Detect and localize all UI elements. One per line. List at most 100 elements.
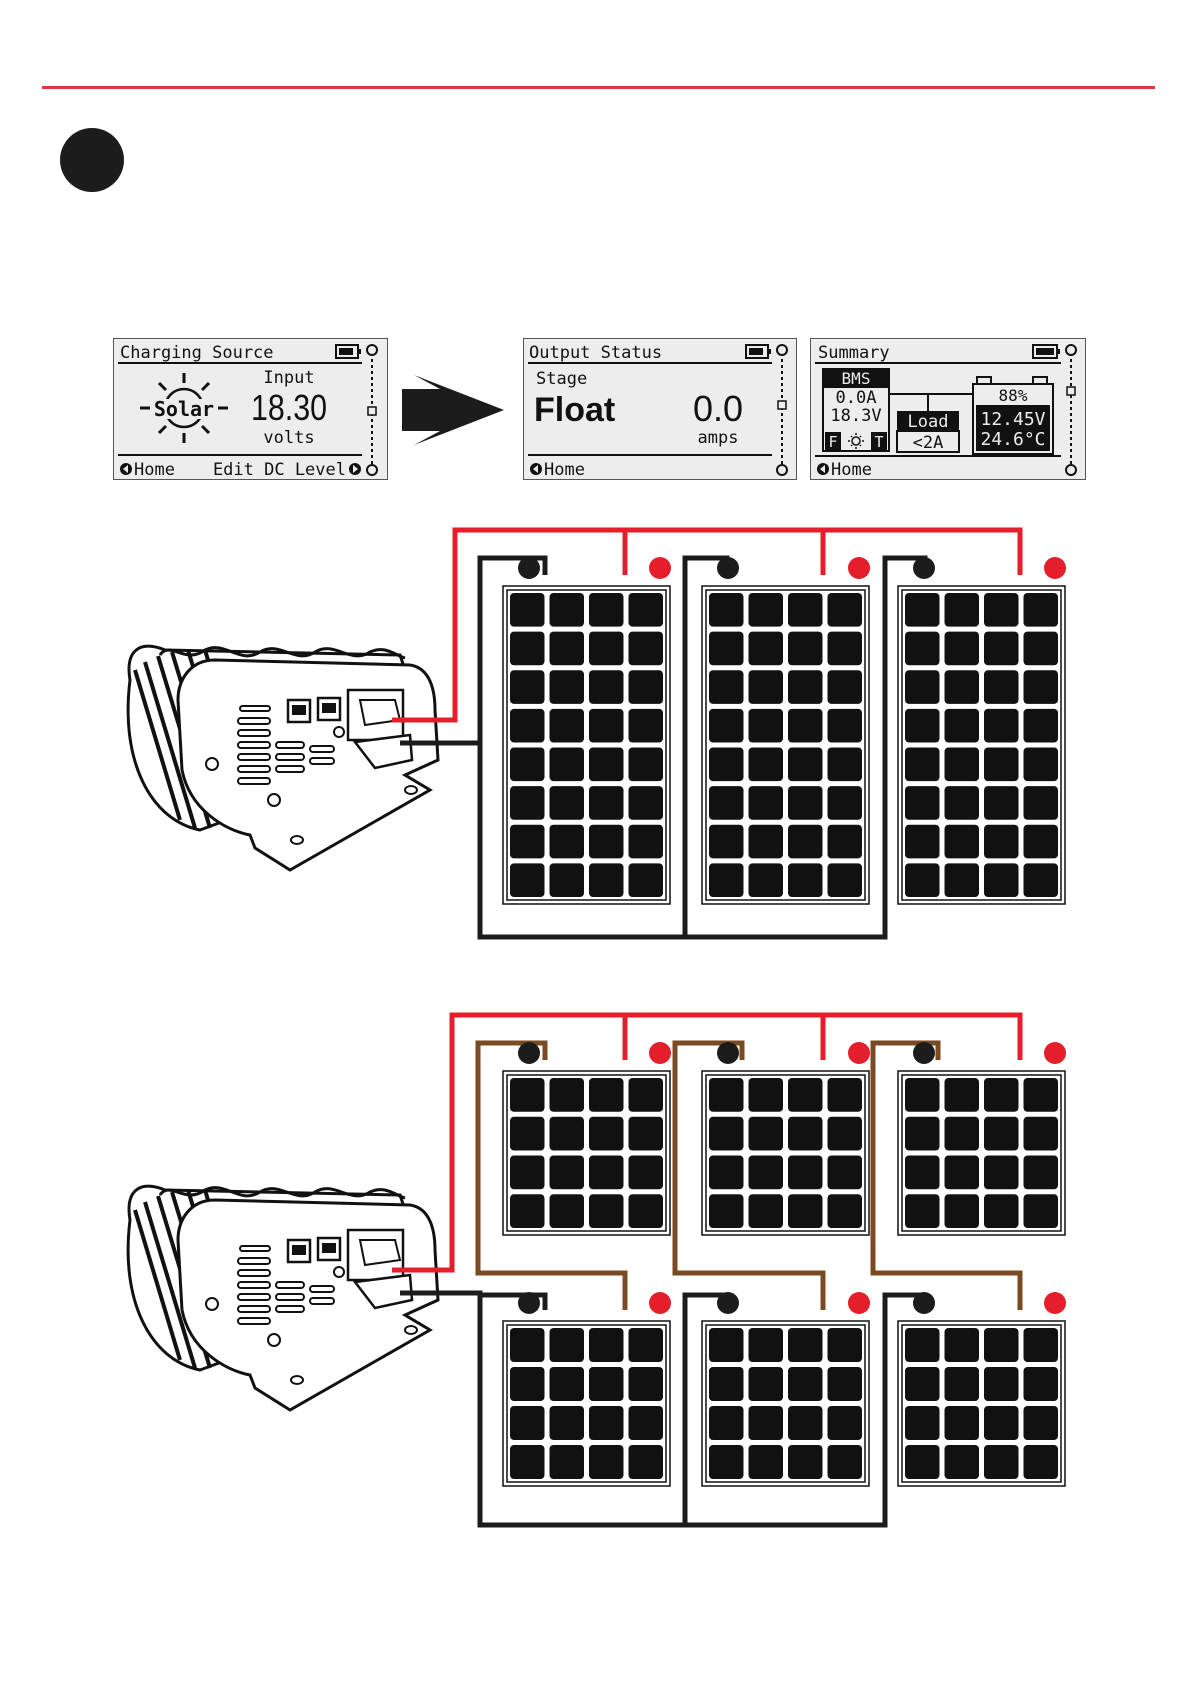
solar-cell	[945, 632, 980, 666]
solar-cell	[629, 1367, 664, 1401]
solar-cell	[1024, 593, 1059, 627]
solar-cell	[788, 670, 823, 704]
solar-cell	[945, 1328, 980, 1362]
solar-cell	[945, 825, 980, 859]
solar-cell	[1024, 1445, 1059, 1479]
solar-cell	[1024, 1156, 1059, 1190]
solar-cell	[709, 1194, 744, 1228]
solar-cell	[709, 786, 744, 820]
negative-terminal	[717, 557, 739, 579]
solar-cell	[550, 786, 585, 820]
solar-cell	[629, 748, 664, 782]
solar-cell	[550, 1445, 585, 1479]
solar-cell	[828, 786, 863, 820]
solar-cell	[1024, 1367, 1059, 1401]
solar-cell	[828, 1367, 863, 1401]
solar-cell	[828, 1328, 863, 1362]
solar-cell	[749, 863, 784, 897]
solar-cell	[709, 1406, 744, 1440]
solar-cell	[828, 593, 863, 627]
solar-cell	[945, 748, 980, 782]
solar-cell	[1024, 1406, 1059, 1440]
solar-cell	[510, 632, 545, 666]
solar-cell	[589, 670, 624, 704]
solar-cell	[629, 670, 664, 704]
solar-cell	[945, 709, 980, 743]
solar-cell	[510, 1367, 545, 1401]
solar-panel	[503, 1292, 671, 1486]
solar-cell	[984, 863, 1019, 897]
positive-terminal	[848, 557, 870, 579]
solar-cell	[905, 593, 940, 627]
solar-cell	[550, 1117, 585, 1151]
solar-cell	[550, 1328, 585, 1362]
solar-cell	[629, 1406, 664, 1440]
solar-panel	[702, 1292, 870, 1486]
solar-cell	[1024, 786, 1059, 820]
solar-cell	[709, 593, 744, 627]
solar-cell	[589, 709, 624, 743]
solar-cell	[510, 1194, 545, 1228]
solar-cell	[510, 1078, 545, 1112]
solar-cell	[589, 786, 624, 820]
solar-cell	[550, 1367, 585, 1401]
solar-cell	[589, 1445, 624, 1479]
positive-terminal	[848, 1292, 870, 1314]
solar-cell	[510, 1156, 545, 1190]
solar-cell	[629, 825, 664, 859]
solar-cell	[828, 1445, 863, 1479]
solar-cell	[510, 1445, 545, 1479]
solar-cell	[550, 670, 585, 704]
solar-cell	[828, 1078, 863, 1112]
solar-cell	[629, 709, 664, 743]
solar-cell	[905, 632, 940, 666]
solar-panel	[702, 1042, 870, 1235]
solar-cell	[905, 863, 940, 897]
solar-cell	[589, 1328, 624, 1362]
solar-cell	[629, 632, 664, 666]
solar-cell	[905, 1117, 940, 1151]
solar-cell	[905, 825, 940, 859]
solar-cell	[984, 748, 1019, 782]
solar-cell	[945, 1445, 980, 1479]
solar-cell	[709, 1078, 744, 1112]
solar-cell	[788, 1117, 823, 1151]
solar-cell	[709, 1117, 744, 1151]
solar-panel	[702, 557, 870, 904]
negative-terminal	[717, 1292, 739, 1314]
solar-cell	[749, 825, 784, 859]
solar-panel	[503, 557, 671, 904]
solar-cell	[984, 1194, 1019, 1228]
solar-cell	[629, 786, 664, 820]
solar-cell	[945, 863, 980, 897]
solar-cell	[905, 1194, 940, 1228]
solar-cell	[629, 1117, 664, 1151]
negative-terminal	[518, 557, 540, 579]
solar-cell	[709, 709, 744, 743]
solar-cell	[629, 1078, 664, 1112]
solar-cell	[905, 1156, 940, 1190]
solar-cell	[984, 825, 1019, 859]
positive-terminal	[1044, 1042, 1066, 1064]
solar-cell	[828, 1156, 863, 1190]
solar-cell	[550, 825, 585, 859]
solar-cell	[984, 1406, 1019, 1440]
solar-cell	[510, 1117, 545, 1151]
solar-cell	[749, 670, 784, 704]
positive-terminal	[1044, 557, 1066, 579]
solar-cell	[1024, 748, 1059, 782]
solar-cell	[589, 632, 624, 666]
solar-cell	[749, 748, 784, 782]
solar-cell	[945, 1117, 980, 1151]
negative-terminal	[913, 1292, 935, 1314]
solar-cell	[629, 1156, 664, 1190]
solar-cell	[905, 786, 940, 820]
charger-unit-2	[128, 1186, 438, 1410]
solar-cell	[905, 1445, 940, 1479]
negative-terminal	[913, 1042, 935, 1064]
solar-cell	[984, 709, 1019, 743]
solar-cell	[945, 1156, 980, 1190]
solar-cell	[589, 1194, 624, 1228]
solar-cell	[788, 1367, 823, 1401]
